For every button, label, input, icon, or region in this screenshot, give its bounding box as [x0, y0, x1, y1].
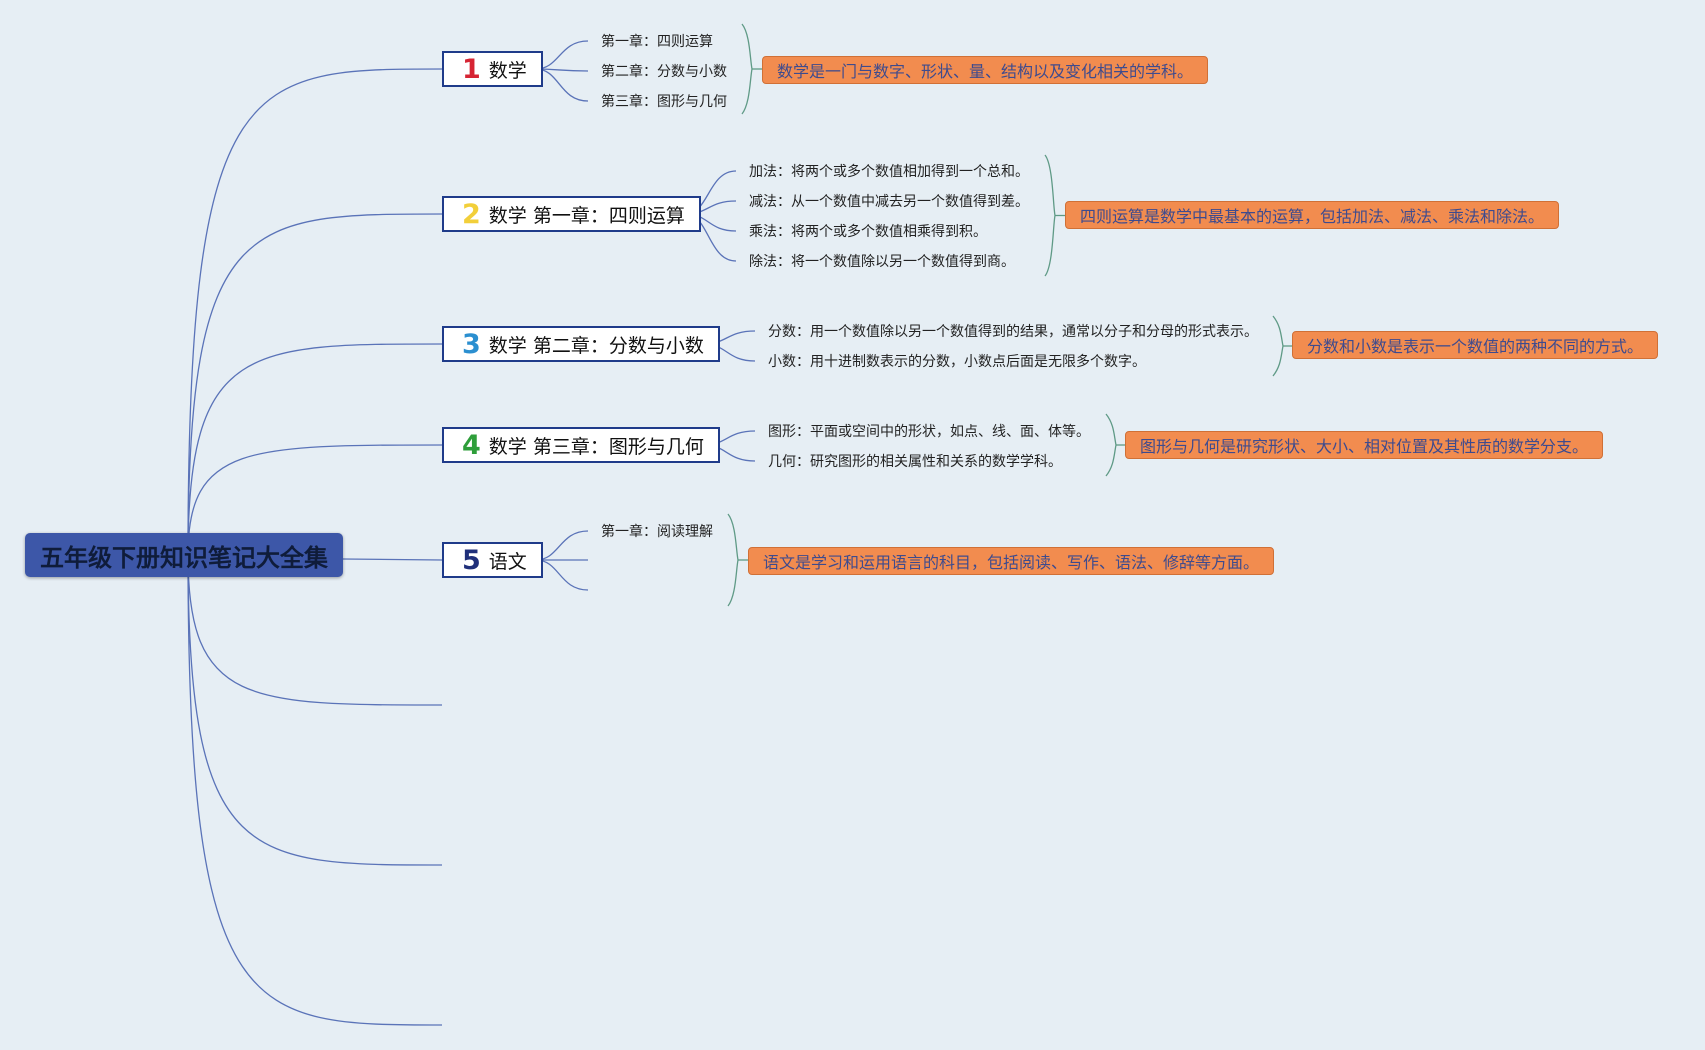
leaf-connector-1-1 [535, 40, 589, 70]
leaf-connector-5-1 [535, 530, 589, 561]
topic-label-5: 语文 [488, 550, 527, 573]
root-connector-2 [187, 213, 443, 556]
summary-2[interactable]: 四则运算是数学中最基本的运算，包括加法、减法、乘法和除法。 [1065, 201, 1560, 229]
topic-5[interactable]: 5 语文 [442, 542, 543, 578]
root-connector-3 [187, 343, 443, 556]
leaf-1-2[interactable]: 第二章：分数与小数 [601, 64, 727, 80]
leaf-4-1[interactable]: 图形：平面或空间中的形状，如点、线、面、体等。 [768, 424, 1090, 440]
root-connector-8 [187, 554, 443, 1026]
topic-number-3: 3 [462, 328, 481, 360]
summary-bracket-1 [741, 23, 753, 115]
topic-2[interactable]: 2 数学 第一章：四则运算 [442, 196, 701, 232]
summary-5[interactable]: 语文是学习和运用语言的科目，包括阅读、写作、语法、修辞等方面。 [748, 547, 1275, 575]
root-topic[interactable]: 五年级下册知识笔记大全集 [25, 533, 343, 577]
summary-bracket-4 [1105, 413, 1117, 477]
summary-bracket-2 [1044, 154, 1056, 277]
summary-bracket-3 [1272, 315, 1284, 377]
topic-label-3: 数学 第二章：分数与小数 [488, 334, 704, 357]
topic-label-4: 数学 第三章：图形与几何 [488, 435, 704, 458]
leaf-2-4[interactable]: 除法：将一个数值除以另一个数值得到商。 [749, 254, 1015, 270]
root-connector-7 [187, 554, 443, 866]
leaf-connector-1-3 [535, 68, 589, 102]
leaf-2-1[interactable]: 加法：将两个或多个数值相加得到一个总和。 [749, 164, 1029, 180]
topic-3[interactable]: 3 数学 第二章：分数与小数 [442, 326, 720, 362]
topic-label-2: 数学 第一章：四则运算 [488, 204, 685, 227]
summary-3[interactable]: 分数和小数是表示一个数值的两种不同的方式。 [1292, 331, 1659, 359]
summary-4[interactable]: 图形与几何是研究形状、大小、相对位置及其性质的数学分支。 [1125, 431, 1604, 459]
leaf-1-1[interactable]: 第一章：四则运算 [601, 34, 713, 50]
root-connector-6 [187, 554, 443, 706]
leaf-1-3[interactable]: 第三章：图形与几何 [601, 94, 727, 110]
topic-1[interactable]: 1 数学 [442, 51, 543, 87]
summary-bracket-5 [727, 513, 739, 607]
root-connector-1 [187, 68, 443, 556]
leaf-3-2[interactable]: 小数：用十进制数表示的分数，小数点后面是无限多个数字。 [768, 354, 1146, 370]
topic-4[interactable]: 4 数学 第三章：图形与几何 [442, 427, 720, 463]
summary-1[interactable]: 数学是一门与数字、形状、量、结构以及变化相关的学科。 [762, 56, 1209, 84]
topic-number-5: 5 [462, 544, 481, 576]
root-connector-4 [187, 444, 443, 556]
leaf-connector-5-3 [535, 559, 589, 591]
topic-number-1: 1 [462, 53, 481, 85]
leaf-3-1[interactable]: 分数：用一个数值除以另一个数值得到的结果，通常以分子和分母的形式表示。 [768, 324, 1258, 340]
leaf-4-2[interactable]: 几何：研究图形的相关属性和关系的数学学科。 [768, 454, 1062, 470]
leaf-2-3[interactable]: 乘法：将两个或多个数值相乘得到积。 [749, 224, 987, 240]
topic-number-4: 4 [462, 429, 481, 461]
topic-number-2: 2 [462, 198, 481, 230]
root-connector-5 [342, 558, 443, 561]
leaf-2-2[interactable]: 减法：从一个数值中减去另一个数值得到差。 [749, 194, 1029, 210]
topic-label-1: 数学 [488, 59, 527, 82]
leaf-5-1[interactable]: 第一章：阅读理解 [601, 524, 713, 540]
